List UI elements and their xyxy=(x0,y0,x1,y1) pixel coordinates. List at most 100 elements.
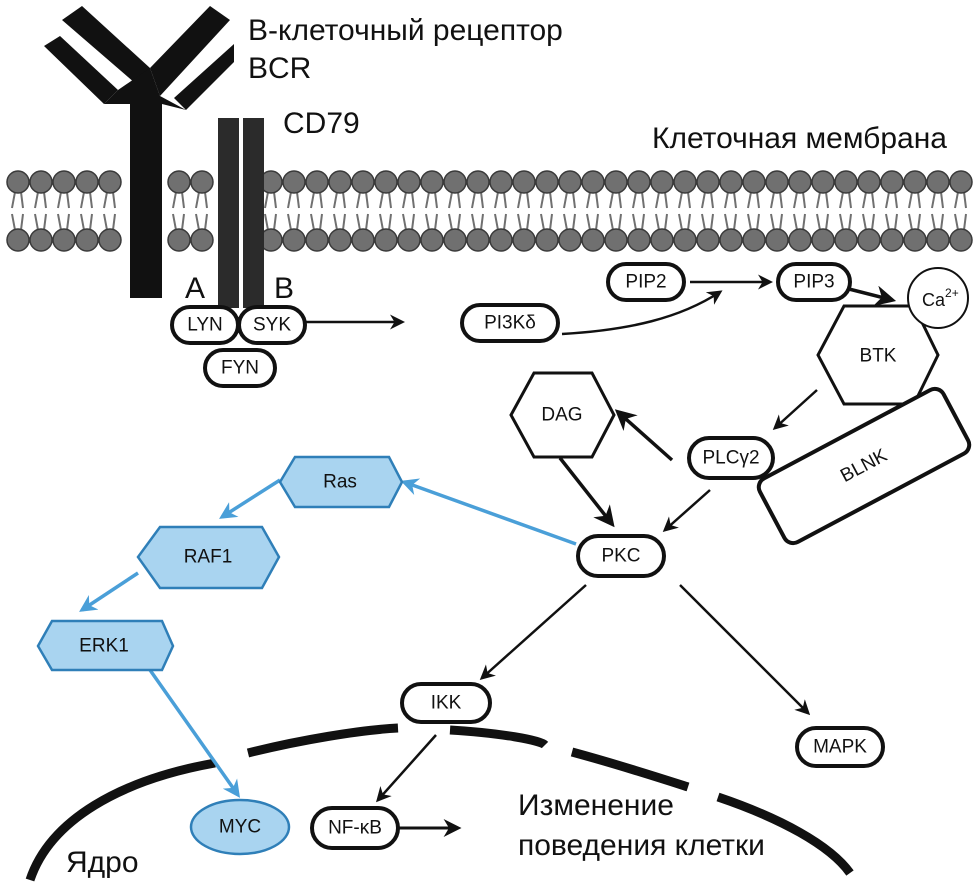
lipid-head xyxy=(811,170,835,194)
raf1-node[interactable]: RAF1 xyxy=(136,525,281,590)
bcr-label: В-клеточный рецептор xyxy=(248,14,563,47)
svg-text:ERK1: ERK1 xyxy=(79,636,129,657)
lipid-tail xyxy=(609,191,622,209)
lipid-head xyxy=(535,170,559,194)
lyn-node[interactable]: LYN xyxy=(170,305,240,345)
svg-text:NF-κB: NF-κB xyxy=(328,818,382,839)
lipid-tail xyxy=(264,213,277,231)
lipid-tail xyxy=(954,213,967,231)
lipid-head xyxy=(282,228,306,252)
svg-text:PIP3: PIP3 xyxy=(793,272,834,293)
lipid-head xyxy=(581,170,605,194)
lipid-tail xyxy=(494,191,507,209)
lipid-tail xyxy=(770,191,783,209)
svg-text:IKK: IKK xyxy=(431,693,462,714)
svg-text:MYC: MYC xyxy=(219,817,261,838)
syk-node[interactable]: SYK xyxy=(237,305,307,345)
nfkb-node[interactable]: NF-κB xyxy=(310,806,400,850)
lipid-head xyxy=(512,228,536,252)
lipid-tail xyxy=(310,213,323,231)
lipid-tail xyxy=(103,213,116,231)
arrows xyxy=(290,274,897,837)
fyn-node[interactable]: FYN xyxy=(203,348,277,388)
lipid-tail xyxy=(632,213,645,231)
lipid-tail xyxy=(471,213,484,231)
lipid-tail xyxy=(862,191,875,209)
lipid-tail xyxy=(563,213,576,231)
calcium-node[interactable]: Ca2+ xyxy=(907,267,969,329)
lipid-head xyxy=(374,170,398,194)
lipid-head xyxy=(75,170,99,194)
lipid-head xyxy=(880,170,904,194)
lipid-head xyxy=(719,170,743,194)
cd79a-bar xyxy=(218,118,239,308)
svg-text:FYN: FYN xyxy=(221,358,259,379)
arrow-dag-pkc xyxy=(558,456,615,528)
lipid-tail xyxy=(11,213,24,231)
arrow-pi3k-pip3 xyxy=(561,290,723,336)
bcr-receptor-icon xyxy=(44,6,234,298)
lipid-tail xyxy=(655,191,668,209)
lipid-head xyxy=(673,228,697,252)
lipid-tail xyxy=(425,191,438,209)
lipid-tail xyxy=(34,213,47,231)
btk-node[interactable]: BTK xyxy=(816,304,940,406)
myc-node[interactable]: MYC xyxy=(189,798,291,856)
lipid-tail xyxy=(931,191,944,209)
pip3-node[interactable]: PIP3 xyxy=(776,262,852,302)
blnk-node[interactable]: BLNK xyxy=(755,385,972,546)
ikk-node[interactable]: IKK xyxy=(400,682,492,724)
svg-text:SYK: SYK xyxy=(253,315,291,336)
lipid-tail xyxy=(839,213,852,231)
svg-text:DAG: DAG xyxy=(541,405,582,426)
lipid-head xyxy=(305,170,329,194)
ras-node[interactable]: Ras xyxy=(278,455,404,509)
lipid-head xyxy=(466,228,490,252)
lipid-tail xyxy=(885,191,898,209)
lipid-head xyxy=(75,228,99,252)
membrane-label: Клеточная мембрана xyxy=(652,122,947,155)
pkc-node[interactable]: PKC xyxy=(576,534,666,578)
lipid-tail xyxy=(563,191,576,209)
lipid-head xyxy=(696,228,720,252)
nuclear-envelope xyxy=(25,723,854,882)
lipid-head xyxy=(489,228,513,252)
lipid-tail xyxy=(609,213,622,231)
lipid-tail xyxy=(816,191,829,209)
svg-text:MAPK: MAPK xyxy=(813,737,867,758)
lipid-head xyxy=(6,228,30,252)
lipid-tail xyxy=(816,213,829,231)
cell-membrane xyxy=(6,170,973,252)
pip2-node[interactable]: PIP2 xyxy=(606,262,686,302)
arrow-raf1-erk1 xyxy=(79,571,139,612)
lipid-tail xyxy=(701,191,714,209)
lipid-head xyxy=(765,170,789,194)
lipid-tail xyxy=(264,191,277,209)
dag-node[interactable]: DAG xyxy=(509,371,616,459)
svg-text:Ca2+: Ca2+ xyxy=(922,286,959,310)
lipid-tail xyxy=(747,213,760,231)
lipid-head xyxy=(282,170,306,194)
lipid-tail xyxy=(678,191,691,209)
lipid-head xyxy=(6,170,30,194)
mapk-node[interactable]: MAPK xyxy=(795,726,885,768)
lipid-head xyxy=(627,228,651,252)
lipid-tail xyxy=(793,213,806,231)
erk1-node[interactable]: ERK1 xyxy=(36,619,175,672)
pi3k-node[interactable]: PI3Kδ xyxy=(460,303,560,343)
lipid-tail xyxy=(333,191,346,209)
lipid-head xyxy=(374,228,398,252)
lipid-head xyxy=(926,228,950,252)
lipid-head xyxy=(650,228,674,252)
lipid-head xyxy=(466,170,490,194)
lipid-head xyxy=(558,170,582,194)
outcome-label-line1: Изменение xyxy=(518,789,674,822)
plc-gamma2-node[interactable]: PLCγ2 xyxy=(687,436,775,480)
svg-text:BTK: BTK xyxy=(860,346,897,367)
lipid-head xyxy=(52,228,76,252)
lipid-head xyxy=(167,228,191,252)
lipid-tail xyxy=(356,213,369,231)
lipid-tail xyxy=(287,191,300,209)
arrow-plc-dag xyxy=(614,409,674,462)
lipid-head xyxy=(167,170,191,194)
